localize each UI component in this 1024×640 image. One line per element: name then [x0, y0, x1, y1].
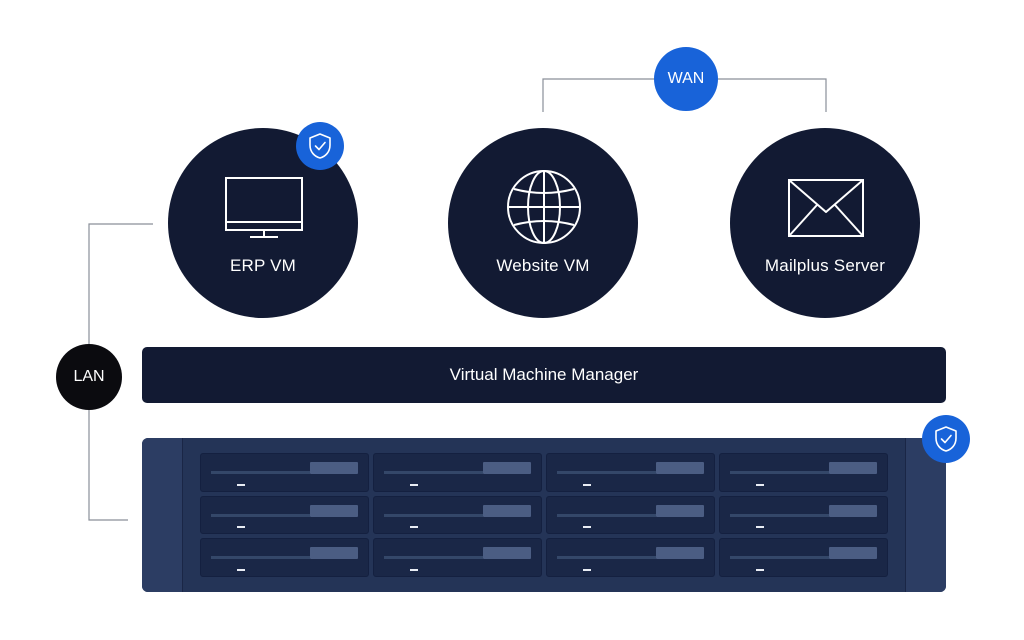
- bay-handle: [656, 547, 704, 560]
- bay-rail: [211, 556, 310, 560]
- bay-rail: [384, 471, 483, 474]
- drive-bay[interactable]: [546, 538, 715, 577]
- vmm-label: Virtual Machine Manager: [449, 365, 639, 384]
- drive-bay[interactable]: [719, 453, 888, 492]
- erp-protection-badge: [296, 122, 344, 170]
- nas-protection-badge: [922, 415, 970, 463]
- bay-handle: [483, 504, 531, 517]
- bay-led: [237, 483, 245, 486]
- bay-rail: [730, 513, 829, 517]
- bay-handle: [829, 504, 877, 517]
- drive-bay[interactable]: [373, 538, 542, 577]
- bay-handle: [829, 547, 877, 560]
- drive-bay[interactable]: [200, 538, 369, 577]
- shield-check-icon: [309, 133, 331, 159]
- globe-icon: [507, 170, 581, 244]
- bay-led: [237, 526, 245, 529]
- drive-bay[interactable]: [719, 538, 888, 577]
- drive-bay[interactable]: [200, 453, 369, 492]
- bay-led: [756, 483, 764, 486]
- bay-led: [410, 483, 418, 486]
- bay-led: [410, 526, 418, 529]
- drive-bay[interactable]: [546, 453, 715, 492]
- shield-check-icon: [935, 426, 957, 452]
- mail-icon: [788, 179, 864, 237]
- bay-led: [583, 569, 591, 571]
- bay-handle: [656, 504, 704, 517]
- drive-bay[interactable]: [719, 495, 888, 535]
- bay-handle: [310, 504, 358, 517]
- bay-rail: [384, 556, 483, 560]
- website-vm-label: Website VM: [496, 256, 590, 275]
- drive-bay[interactable]: [546, 495, 715, 535]
- nas-storage-unit[interactable]: [142, 438, 946, 592]
- erp-vm-label: ERP VM: [229, 256, 297, 275]
- bay-handle: [829, 462, 877, 474]
- bay-rail: [730, 471, 829, 474]
- bay-handle: [310, 462, 358, 474]
- wan-node: WAN: [654, 47, 718, 111]
- website-vm-node[interactable]: Website VM: [448, 128, 638, 318]
- bay-led: [410, 569, 418, 571]
- mailplus-server-label: Mailplus Server: [764, 256, 886, 275]
- wan-label: WAN: [667, 70, 705, 87]
- drive-bay[interactable]: [373, 453, 542, 492]
- bay-handle: [483, 462, 531, 474]
- bay-handle: [483, 547, 531, 560]
- bay-rail: [557, 513, 656, 517]
- bay-led: [237, 569, 245, 571]
- mailplus-server-node[interactable]: Mailplus Server: [730, 128, 920, 318]
- bay-led: [583, 526, 591, 529]
- nas-right-ear: [905, 438, 946, 592]
- bay-rail: [730, 556, 829, 560]
- monitor-icon: [225, 177, 303, 238]
- bay-rail: [384, 513, 483, 517]
- drive-bay-grid: [200, 453, 888, 577]
- bay-led: [583, 483, 591, 486]
- bay-handle: [310, 547, 358, 560]
- drive-bay[interactable]: [373, 495, 542, 535]
- lan-node: LAN: [56, 344, 122, 410]
- drive-bay[interactable]: [200, 495, 369, 535]
- bay-rail: [211, 471, 310, 474]
- bay-rail: [211, 513, 310, 517]
- bay-handle: [656, 462, 704, 474]
- bay-rail: [557, 556, 656, 560]
- virtual-machine-manager-bar[interactable]: Virtual Machine Manager: [142, 347, 946, 403]
- bay-led: [756, 526, 764, 529]
- nas-left-ear: [142, 438, 183, 592]
- bay-rail: [557, 471, 656, 474]
- lan-label: LAN: [73, 368, 105, 385]
- bay-led: [756, 569, 764, 571]
